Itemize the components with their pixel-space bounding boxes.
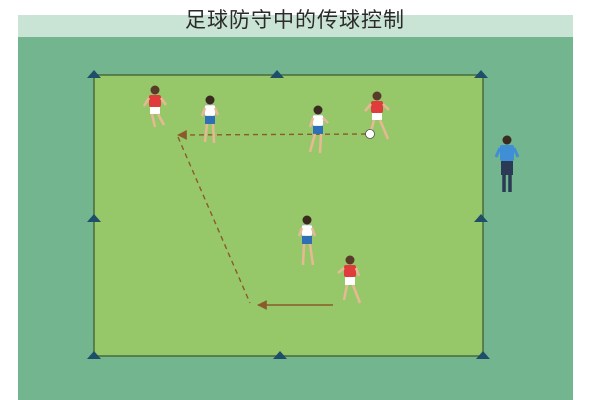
pass-arrow-top (177, 130, 367, 140)
pitch-area (93, 74, 484, 357)
player-red-1 (142, 85, 168, 128)
player-red-2 (364, 91, 390, 140)
title-strip (18, 15, 573, 37)
cone (87, 70, 101, 78)
diagram-title: 足球防守中的传球控制 (185, 8, 405, 32)
coach (494, 135, 520, 192)
player-red-3 (337, 255, 362, 304)
cone (87, 214, 101, 222)
player-white-3 (297, 215, 317, 266)
cone (474, 70, 488, 78)
soccer-ball-icon (365, 129, 375, 139)
cone (474, 214, 488, 222)
cone (476, 351, 490, 359)
player-white-2 (308, 105, 329, 154)
cone (273, 351, 287, 359)
cones (87, 70, 490, 359)
cone (270, 70, 284, 78)
player-white-1 (200, 95, 220, 144)
cone (87, 351, 101, 359)
run-arrow-diagonal (177, 136, 251, 304)
